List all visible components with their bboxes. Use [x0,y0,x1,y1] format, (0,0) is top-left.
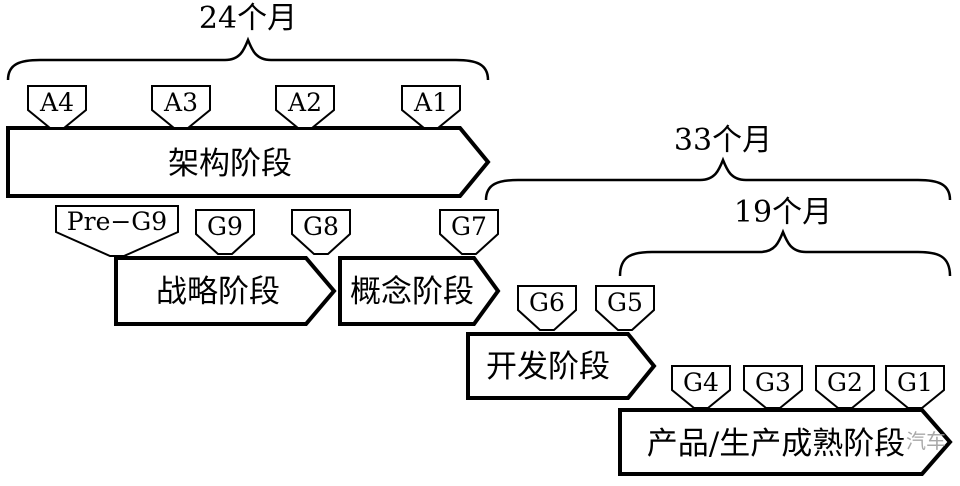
gate-G2: G2 [815,365,875,409]
gate-G8: G8 [291,209,351,255]
brace-24-months: 24个月 [6,1,490,81]
gate-G9: G9 [195,209,255,255]
gate-G3: G3 [743,365,803,409]
gate-label-A3: A3 [163,88,198,117]
gate-G5: G5 [595,285,655,331]
gate-label-A1: A1 [413,88,448,117]
phase-arrow-development: 开发阶段 [466,332,657,400]
gate-label-G6: G6 [529,288,565,317]
gate-A4: A4 [27,85,87,129]
gate-label-G9: G9 [207,212,243,241]
gate-label-A4: A4 [39,88,74,117]
gate-label-G7: G7 [451,212,487,241]
phase-label-architecture: 架构阶段 [168,146,292,182]
gate-A2: A2 [275,85,335,129]
gate-label-G5: G5 [607,288,643,317]
watermark-text: 汽车 [906,429,946,453]
brace-label-24: 24个月 [199,1,297,36]
watermark: 汽车 [906,429,946,453]
gate-A1: A1 [401,85,461,129]
gate-A3: A3 [151,85,211,129]
gate-label-G3: G3 [755,368,791,397]
phase-arrow-concept: 概念阶段 [338,256,501,326]
brace-label-33: 33个月 [674,123,772,158]
phase-label-concept: 概念阶段 [350,274,474,310]
brace-label-19: 19个月 [734,195,832,230]
gate-G6: G6 [517,285,577,331]
phase-arrow-strategy: 战略阶段 [114,256,337,326]
gate-G7: G7 [439,209,499,255]
gate-label-PreG9: Pre−G9 [67,207,167,236]
gate-G4: G4 [671,365,731,409]
brace-33-months: 33个月 [484,123,952,201]
brace-19-months: 19个月 [618,195,952,277]
phase-arrow-architecture: 架构阶段 [6,126,491,198]
phase-label-production: 产品/生产成熟阶段 [647,426,905,462]
phase-arrow-production: 产品/生产成熟阶段 [618,408,953,476]
gate-label-G1: G1 [897,368,933,397]
phase-label-strategy: 战略阶段 [156,274,280,310]
gate-label-A2: A2 [287,88,322,117]
gate-label-G8: G8 [303,212,339,241]
gate-G1: G1 [885,365,945,409]
gate-PreG9: Pre−G9 [55,205,179,257]
gate-label-G4: G4 [683,368,719,397]
gate-label-G2: G2 [827,368,863,397]
phase-label-development: 开发阶段 [486,349,610,385]
